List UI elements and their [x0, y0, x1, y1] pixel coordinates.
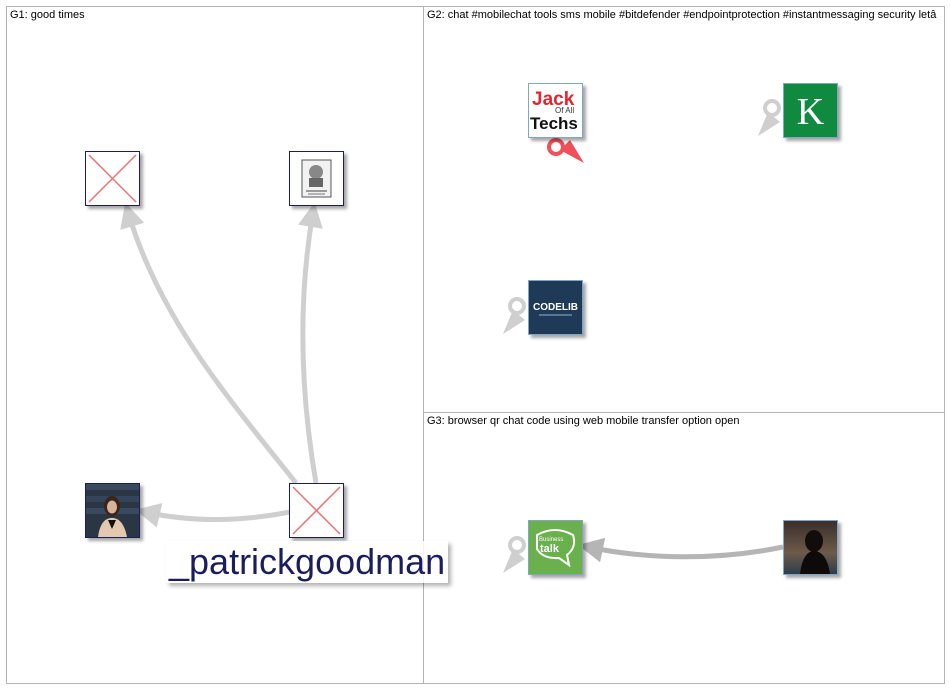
business-talk-node[interactable]: Business talk — [528, 520, 583, 575]
techs-text: Techs — [530, 114, 578, 133]
group-title-g3: G3: browser qr chat code using web mobil… — [427, 415, 937, 428]
codelib-logo: CODELIB — [529, 281, 582, 334]
sketch-portrait-icon — [290, 152, 343, 205]
node-label-patrickgoodman: _patrickgoodman — [166, 541, 448, 583]
broken-image-icon — [290, 484, 343, 537]
broken-image-icon — [86, 152, 139, 205]
sketch-node[interactable] — [289, 151, 344, 206]
jack-of-all-techs-node[interactable]: Jack Of All Techs — [528, 83, 583, 138]
k-letter: K — [797, 91, 825, 133]
silhouette-portrait-icon — [784, 521, 837, 574]
broken-image-node-top[interactable] — [85, 151, 140, 206]
woman-node[interactable] — [85, 483, 140, 538]
group-title-g1: G1: good times — [10, 9, 420, 22]
talk-text: talk — [540, 543, 560, 555]
codelib-text: CODELIB — [533, 302, 578, 313]
k-logo: K — [784, 84, 837, 137]
group-panel-g2: G2: chat #mobilechat tools sms mobile #b… — [423, 6, 945, 413]
jack-of-all-techs-logo: Jack Of All Techs — [529, 84, 582, 137]
group-title-g2: G2: chat #mobilechat tools sms mobile #b… — [427, 9, 937, 22]
group-panel-g3: G3: browser qr chat code using web mobil… — [423, 412, 945, 684]
broken-image-node-center[interactable] — [289, 483, 344, 538]
k-node[interactable]: K — [783, 83, 838, 138]
business-talk-logo: Business talk — [529, 521, 582, 574]
silhouette-node[interactable] — [783, 520, 838, 575]
woman-portrait-icon — [86, 484, 139, 537]
codelib-node[interactable]: CODELIB — [528, 280, 583, 335]
